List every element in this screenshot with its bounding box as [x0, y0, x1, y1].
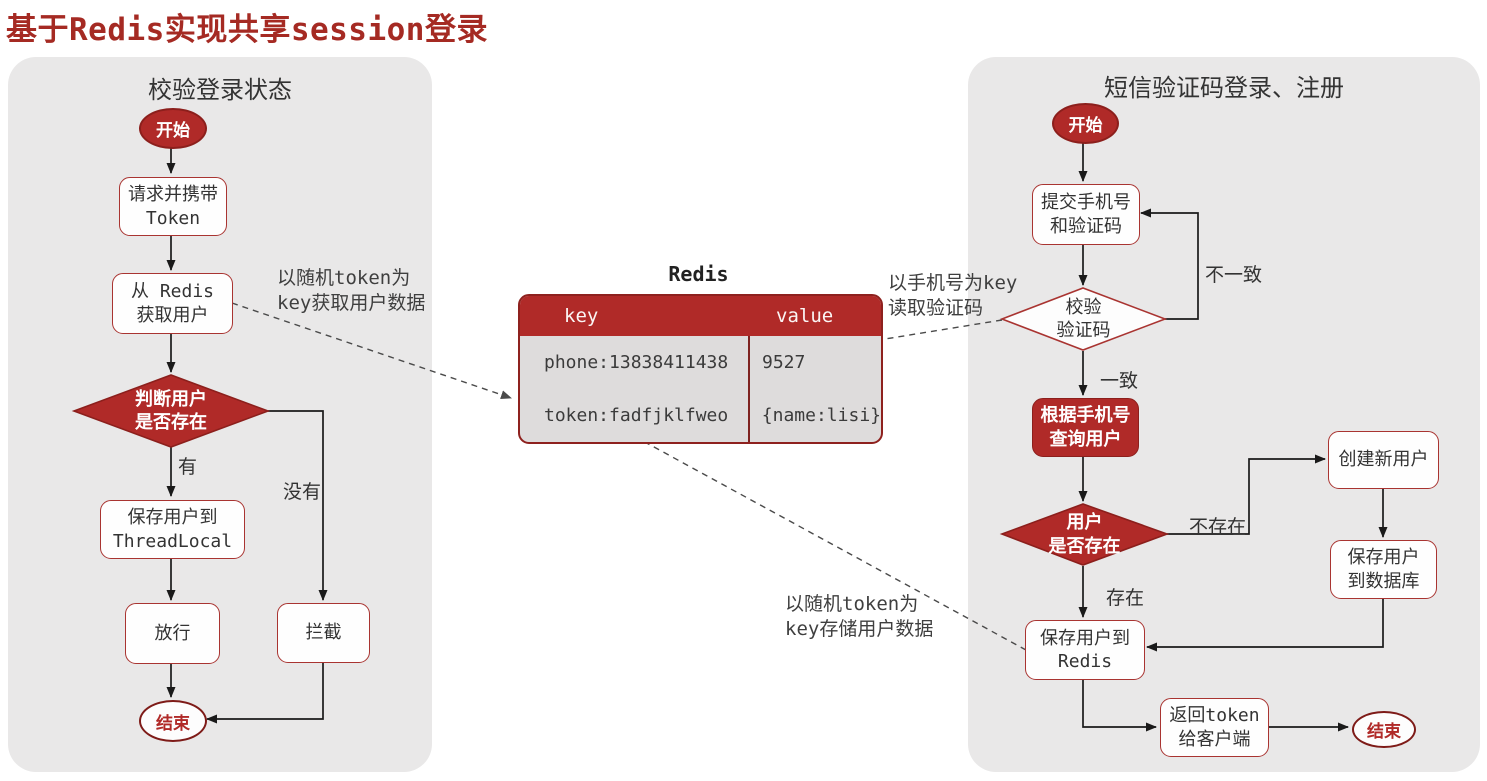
edge-intercept-end — [206, 661, 324, 724]
edge-savedb-saveredis — [1146, 598, 1384, 652]
save-user-redis-node: 保存用户到 Redis — [1025, 620, 1145, 680]
redis-cell-token-value: {name:lisi} — [761, 405, 881, 426]
verify-code-diamond-label: 校验 验证码 — [1056, 296, 1111, 340]
intercept-label: 拦截 — [305, 622, 342, 643]
edge-label-not-exists: 不存在 — [1189, 517, 1247, 538]
left-start-label: 开始 — [156, 121, 190, 140]
judge-user-diamond-label: 判断用户 是否存在 — [135, 388, 207, 432]
redis-table-header: key value — [520, 296, 881, 336]
return-token-node: 返回token 给客户端 — [1160, 698, 1269, 757]
table-row: token:fadfjklfweo {name:lisi} — [520, 389, 881, 442]
redis-column-divider — [748, 336, 750, 442]
dashed-saveredis-to-redis — [631, 434, 1027, 651]
get-user-from-redis-node: 从 Redis 获取用户 — [112, 273, 233, 334]
pass-node: 放行 — [125, 603, 220, 664]
redis-table-body: phone:13838411438 9527 token:fadfjklfweo… — [520, 336, 881, 442]
left-panel-title: 校验登录状态 — [148, 77, 292, 104]
page-title: 基于Redis实现共享session登录 — [6, 12, 488, 48]
query-user-by-phone-label: 根据手机号 查询用户 — [1040, 405, 1131, 449]
request-token-label: 请求并携带 Token — [128, 184, 218, 229]
redis-col-key: key — [564, 305, 599, 327]
return-token-label: 返回token 给客户端 — [1169, 705, 1260, 750]
user-exists-diamond-label: 用户 是否存在 — [1048, 512, 1121, 556]
edge-label-has: 有 — [178, 457, 198, 478]
save-threadlocal-label: 保存用户到 ThreadLocal — [112, 507, 233, 552]
verify-code-diamond — [999, 287, 1168, 351]
redis-col-value: value — [776, 305, 834, 327]
request-token-node: 请求并携带 Token — [119, 177, 227, 236]
intercept-node: 拦截 — [277, 603, 370, 663]
edge-exists-create — [1167, 454, 1326, 535]
edge-label-has-not: 没有 — [283, 482, 322, 503]
right-end-label: 结束 — [1367, 722, 1401, 741]
redis-title: Redis — [668, 262, 729, 286]
redis-table: key value phone:13838411438 9527 token:f… — [518, 294, 883, 444]
annotation-store-by-token: 以随机token为 key存储用户数据 — [785, 593, 934, 640]
annotation-read-code-by-phone: 以手机号为key 读取验证码 — [888, 272, 1018, 319]
create-user-node: 创建新用户 — [1328, 431, 1439, 489]
edge-label-match: 一致 — [1100, 371, 1139, 392]
edge-verify-submit-loop — [1140, 208, 1199, 320]
save-threadlocal-node: 保存用户到 ThreadLocal — [100, 500, 245, 559]
left-end-node: 结束 — [139, 700, 207, 742]
right-start-label: 开始 — [1068, 116, 1103, 135]
right-end-node: 结束 — [1352, 711, 1416, 748]
dashed-getuser-to-redis — [231, 302, 512, 400]
query-user-by-phone-node: 根据手机号 查询用户 — [1032, 398, 1139, 457]
edge-judge-intercept — [268, 410, 328, 601]
submit-phone-code-label: 提交手机号 和验证码 — [1041, 192, 1131, 236]
save-user-redis-label: 保存用户到 Redis — [1040, 627, 1130, 672]
user-exists-diamond — [999, 503, 1170, 566]
save-user-db-node: 保存用户 到数据库 — [1330, 540, 1437, 599]
redis-cell-token-key: token:fadfjklfweo — [544, 405, 729, 426]
redis-cell-phone-value: 9527 — [762, 352, 806, 373]
right-start-node: 开始 — [1052, 103, 1119, 144]
judge-user-diamond — [71, 374, 271, 448]
create-user-label: 创建新用户 — [1338, 449, 1429, 470]
left-start-node: 开始 — [139, 108, 207, 149]
table-row: phone:13838411438 9527 — [520, 336, 881, 389]
get-user-from-redis-label: 从 Redis 获取用户 — [130, 281, 215, 326]
edge-label-mismatch: 不一致 — [1205, 265, 1263, 286]
redis-cell-phone-key: phone:13838411438 — [544, 352, 729, 373]
left-end-label: 结束 — [156, 713, 190, 733]
submit-phone-code-node: 提交手机号 和验证码 — [1032, 184, 1140, 245]
edge-label-exists: 存在 — [1106, 588, 1145, 609]
pass-label: 放行 — [154, 622, 191, 643]
annotation-get-by-token: 以随机token为 key获取用户数据 — [277, 267, 426, 314]
save-user-db-label: 保存用户 到数据库 — [1347, 547, 1420, 591]
right-panel-title: 短信验证码登录、注册 — [1104, 75, 1344, 102]
edge-saveredis-return — [1082, 679, 1157, 732]
